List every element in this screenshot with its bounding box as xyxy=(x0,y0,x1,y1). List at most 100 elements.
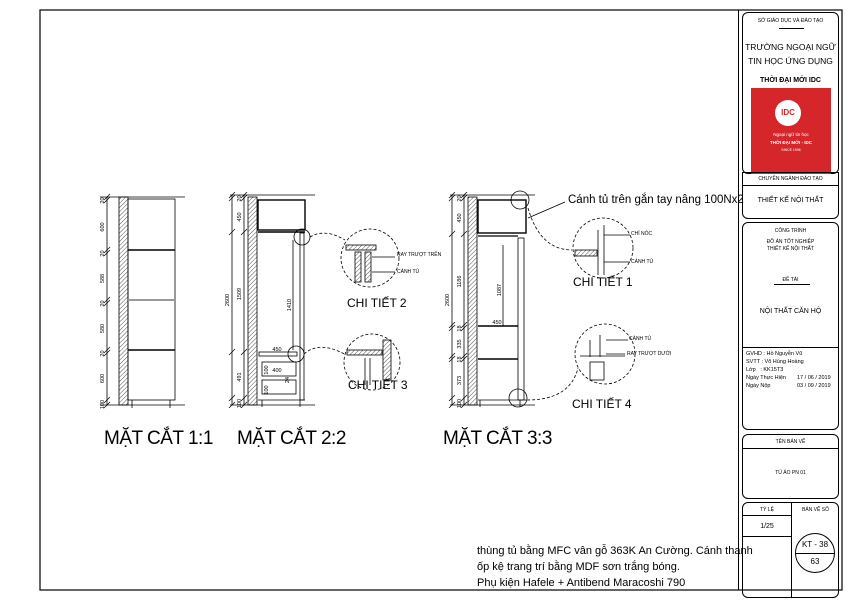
inner-dimension-label: 24 xyxy=(285,377,291,383)
inner-dimension-label: 450 xyxy=(272,347,281,353)
inner-dimension-label: 100 xyxy=(264,365,270,374)
title-block: SỞ GIÁO DỤC VÀ ĐÀO TẠO TRƯỜNG NGOẠI NGỮ … xyxy=(738,10,842,598)
dimension-tick xyxy=(448,194,456,202)
logo-line-2: THỜI ĐẠI MỚI - IDC xyxy=(770,140,812,145)
dimension-label: 580 xyxy=(100,324,106,333)
info-value: : Võ Hùng Hoàng xyxy=(761,359,804,365)
note-line-3: Phụ kiện Hafele + Antibend Maracoshi 790 xyxy=(477,577,686,589)
dimension-total: 2600 xyxy=(445,294,451,306)
dimension-label: 18 xyxy=(457,356,463,362)
scale-sheet-box: TỶ LỆ 1/25 BẢN VẼ SỐ KT - 38 63 xyxy=(742,502,839,598)
project-line-2: THIẾT KẾ NỘI THẤT xyxy=(766,246,815,252)
scale-value: 1/25 xyxy=(760,523,774,530)
callout-canh-tu-2: CÁNH TỦ xyxy=(397,269,420,275)
dimension-label: 1186 xyxy=(457,276,463,288)
project-line-1: ĐỒ ÁN TỐT NGHIỆP xyxy=(766,239,815,245)
major-box: CHUYÊN NGÀNH ĐÀO TẠO THIẾT KẾ NỘI THẤT xyxy=(742,172,839,219)
dimension-tick xyxy=(228,194,236,202)
detail-1-label: CHI TIẾT 1 xyxy=(573,275,633,289)
info-gvhd: GVHD : Hồ Nguyễn Vũ xyxy=(746,351,802,357)
info-start-date-label: Ngày Thực Hiện xyxy=(746,375,786,381)
major: THIẾT KẾ NỘI THẤT xyxy=(757,197,824,204)
drawing-name-heading: TÊN BẢN VẼ xyxy=(775,439,806,445)
info-key: GVHD xyxy=(746,351,762,357)
section-3-drawing xyxy=(450,190,535,408)
detail-4-label: CHI TIẾT 4 xyxy=(572,397,632,411)
detail-3-drawing xyxy=(303,333,401,391)
school-name: THỜI ĐẠI MỚI IDC xyxy=(760,77,821,84)
school-box: SỞ GIÁO DỤC VÀ ĐÀO TẠO TRƯỜNG NGOẠI NGỮ … xyxy=(742,12,839,174)
section-1-label: MẶT CẮT 1:1 xyxy=(104,428,213,449)
info-key: SVTT xyxy=(746,359,760,365)
dimension-tick xyxy=(460,355,468,363)
dimension-tick xyxy=(460,321,468,329)
dimension-label: 600 xyxy=(100,222,106,231)
dimension-tick xyxy=(228,401,236,409)
dimension-tick xyxy=(460,194,468,202)
topic-heading: ĐỀ TÀI xyxy=(782,277,799,283)
door-lift-annotation: Cánh tủ trên gắn tay nâng 100Nx2 xyxy=(568,194,744,206)
department: SỞ GIÁO DỤC VÀ ĐÀO TẠO xyxy=(757,18,824,24)
school-line-2: TIN HỌC ỨNG DỤNG xyxy=(748,56,833,66)
project-heading: CÔNG TRÌNH xyxy=(774,228,807,234)
dimension-tick xyxy=(460,394,468,402)
major-heading: CHUYÊN NGÀNH ĐÀO TẠO xyxy=(758,176,823,182)
section-1-drawing xyxy=(100,196,185,408)
detail-2-drawing xyxy=(309,228,400,288)
dimension-label: 100 xyxy=(237,399,243,408)
section-2-label: MẶT CẮT 2:2 xyxy=(237,428,346,449)
callout-ray-truot-tren: RAY TRƯỢT TRÊN xyxy=(397,252,442,258)
dimension-tick xyxy=(228,191,236,199)
info-class: Lớp : KK15T3 xyxy=(746,367,783,373)
dimension-total: 2600 xyxy=(225,294,231,306)
dimension-tick xyxy=(448,401,456,409)
dimension-label: 20 xyxy=(100,350,106,356)
dimension-tick xyxy=(460,230,468,238)
inner-dimension-label: 100 xyxy=(264,385,270,394)
dimension-tick xyxy=(448,324,456,332)
dimension-tick xyxy=(103,193,111,201)
sheet-heading: BẢN VẼ SỐ xyxy=(802,507,829,513)
dimension-tick xyxy=(240,401,248,409)
dimension-tick xyxy=(240,191,248,199)
drawing-name-box: TÊN BẢN VẼ TỦ ÁO PN 01 xyxy=(742,434,839,499)
detail-4-drawing xyxy=(526,323,636,401)
dimension-tick xyxy=(240,228,248,236)
dimension-tick xyxy=(460,401,468,409)
dimension-tick xyxy=(448,230,456,238)
dimension-label: 1509 xyxy=(237,288,243,300)
drawing-name: TỦ ÁO PN 01 xyxy=(775,470,806,476)
dimension-tick xyxy=(103,349,111,357)
dimension-label: 335 xyxy=(457,339,463,348)
dimension-tick xyxy=(448,394,456,402)
dimension-tick xyxy=(448,355,456,363)
section-3-label: MẶT CẮT 3:3 xyxy=(443,428,552,449)
callout-ray-truot-duoi: RAY TRƯỢT DƯỚI xyxy=(627,351,672,357)
dimension-tick xyxy=(103,299,111,307)
dimension-tick xyxy=(240,394,248,402)
dimension-label: 600 xyxy=(100,374,106,383)
dimension-tick xyxy=(448,191,456,199)
scale-heading: TỶ LỆ xyxy=(760,507,774,513)
section-2-drawing xyxy=(230,194,315,407)
dimension-tick xyxy=(228,394,236,402)
dimension-label: 18 xyxy=(457,325,463,331)
dimension-label: 20 xyxy=(100,197,106,203)
inner-dimension-label: 1410 xyxy=(287,299,293,311)
info-start-date: 17 / 06 / 2019 xyxy=(797,375,831,381)
info-submit-date: 03 / 09 / 2019 xyxy=(797,383,831,389)
inner-dimension-label: 450 xyxy=(492,320,501,326)
topic: NỘI THẤT CĂN HỘ xyxy=(759,308,822,315)
info-value: : KK15T3 xyxy=(760,367,784,373)
dimension-label: 100 xyxy=(457,399,463,408)
dimension-label: 450 xyxy=(237,212,243,221)
callout-chi-noc: CHỈ NÓC xyxy=(631,231,653,237)
dimension-tick xyxy=(103,249,111,257)
dimension-label: 588 xyxy=(100,274,106,283)
note-line-2: ốp kệ trang trí bằng MDF sơn trắng bóng. xyxy=(477,561,680,573)
info-key: Lớp xyxy=(746,367,756,373)
